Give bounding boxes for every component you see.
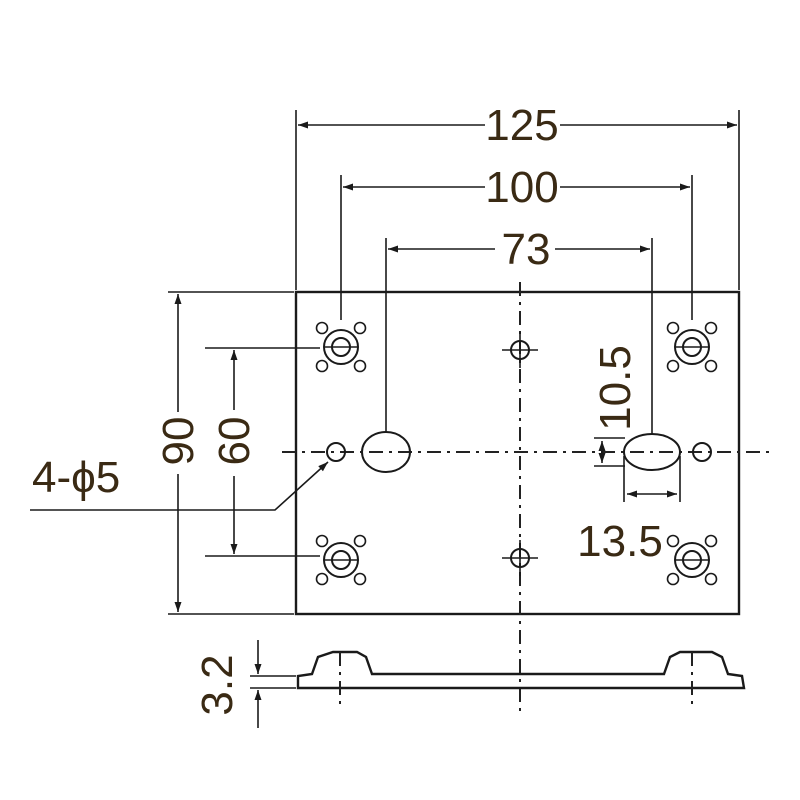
dimension-90: 90: [154, 291, 294, 615]
side-profile: [296, 650, 746, 690]
mount-boss-top-right: [666, 321, 718, 373]
dim-label-90: 90: [154, 417, 203, 466]
dim-label-10-5: 10.5: [591, 345, 640, 431]
dimension-3-2: 3.2: [193, 640, 296, 728]
center-hole-bottom: [501, 539, 539, 577]
hole-callout: 4-ϕ5: [30, 453, 329, 511]
mount-boss-bottom-right: [666, 534, 718, 586]
small-hole-left: [326, 442, 346, 462]
mount-boss-top-left: [315, 321, 367, 373]
dim-label-3-2: 3.2: [193, 654, 242, 715]
dim-label-13-5: 13.5: [577, 517, 663, 566]
dim-label-73: 73: [502, 225, 551, 274]
dimension-100: 100: [340, 163, 693, 320]
hole-callout-label: 4-ϕ5: [32, 453, 120, 502]
plan-view: [282, 282, 775, 712]
dim-label-100: 100: [485, 163, 558, 212]
center-hole-top: [501, 331, 539, 369]
dim-label-125: 125: [485, 101, 558, 150]
dimension-60: 60: [205, 347, 320, 557]
small-hole-right: [692, 442, 712, 462]
dim-label-60: 60: [210, 417, 259, 466]
side-view: [296, 650, 746, 705]
dimension-73: 73: [385, 225, 653, 434]
mount-boss-bottom-left: [315, 534, 367, 586]
dimension-13-5: 13.5: [577, 456, 681, 566]
dimension-10-5: 10.5: [591, 345, 640, 467]
dimension-125: 125: [295, 101, 740, 290]
